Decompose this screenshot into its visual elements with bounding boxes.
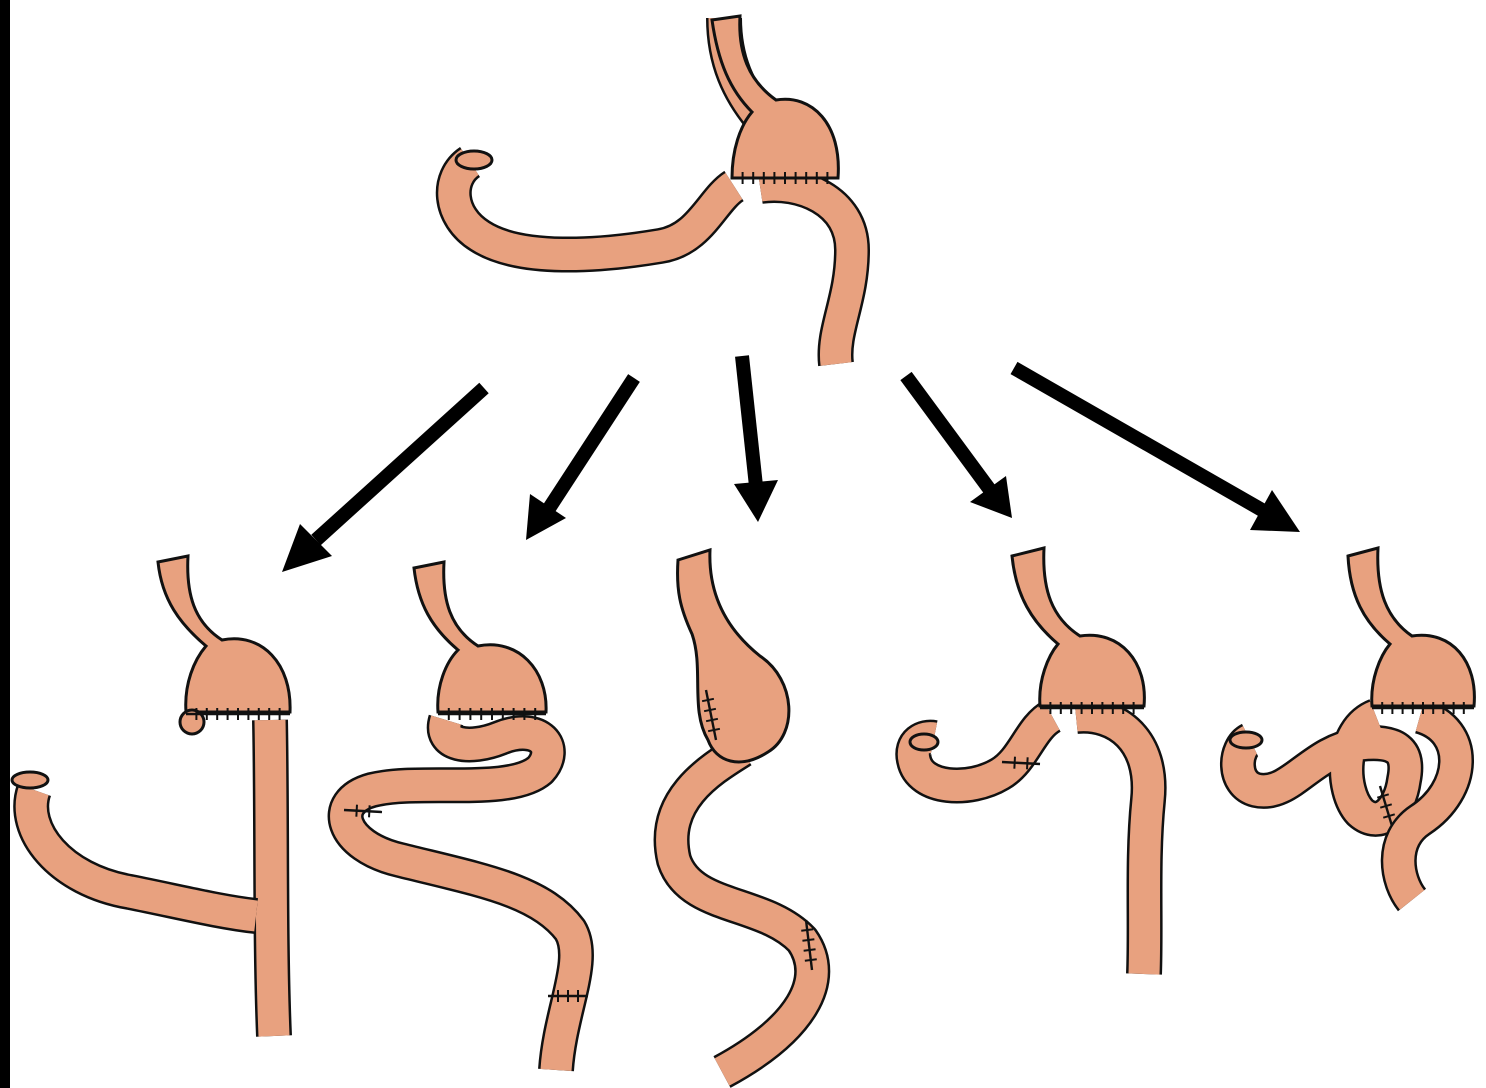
arrow-to-variant-5 <box>1014 368 1300 532</box>
stomach-pouch <box>678 550 789 762</box>
suture-stitch <box>802 939 814 940</box>
arrow-to-variant-2 <box>526 378 634 540</box>
efferent-limb <box>760 185 852 364</box>
panel-variant-5 <box>1230 548 1474 900</box>
panel-variant-2 <box>344 562 588 1070</box>
afferent-limb <box>913 716 1052 786</box>
panel-original <box>454 16 852 364</box>
stomach-pouch <box>1348 548 1474 706</box>
suture-stitch <box>1014 757 1015 769</box>
suture-stitch <box>805 959 817 960</box>
limb-stump-end <box>456 151 492 169</box>
limb-stump-end <box>1230 732 1262 748</box>
suture-stitch <box>801 929 813 930</box>
arrows <box>282 356 1300 572</box>
panel-variant-3 <box>672 550 817 1072</box>
suture-stitch <box>356 805 357 817</box>
panel-variant-4 <box>910 548 1149 974</box>
efferent-limb <box>1076 716 1149 974</box>
limb-stump-end <box>12 772 48 788</box>
arrow-to-variant-4 <box>906 376 1012 518</box>
suture-stitch <box>369 805 370 817</box>
stomach-pouch <box>158 556 290 712</box>
suture-stitch <box>804 949 816 950</box>
efferent-limb <box>31 790 256 916</box>
panel-variant-1 <box>12 556 290 1036</box>
afferent-limb <box>270 720 274 1036</box>
suture-stitch <box>1027 757 1028 769</box>
arrow-to-variant-3 <box>734 356 778 522</box>
stomach-pouch <box>1012 548 1144 706</box>
afferent-limb <box>1238 716 1405 819</box>
stomach-pouch <box>414 562 546 712</box>
arrow-to-variant-1 <box>282 388 484 572</box>
limb-stump-end <box>910 734 938 750</box>
